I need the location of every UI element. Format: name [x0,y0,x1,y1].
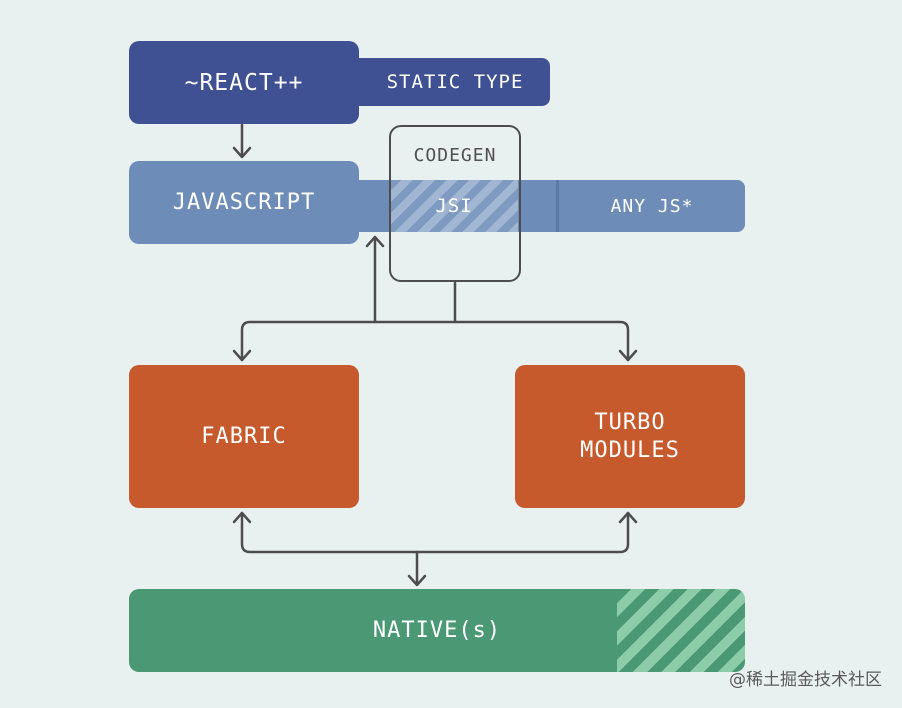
jsi-label: JSI [435,195,473,217]
arrowhead-turbo-top [618,349,638,362]
fabric-block: FABRIC [129,365,359,508]
codegen-box [389,125,521,282]
static-type-label: STATIC TYPE [386,71,524,93]
react-label: ~REACT++ [184,69,304,96]
javascript-label: JAVASCRIPT [172,190,316,215]
react-block: ~REACT++ [129,41,359,124]
arrowhead-fabric-bottom [232,511,252,524]
jsi-block: JSI [390,180,518,232]
arrow-to-native [407,550,427,587]
fabric-label: FABRIC [201,424,287,449]
native-block: NATIVE(s) [129,589,745,672]
javascript-block: JAVASCRIPT [129,161,359,244]
connector-split [240,320,630,362]
any-js-label: ANY JS* [610,195,694,217]
codegen-label: CODEGEN [413,145,497,166]
turbo-modules-block: TURBO MODULES [515,365,745,508]
turbo-modules-label: TURBO MODULES [580,409,680,463]
connector-bottom [240,511,630,554]
native-label: NATIVE(s) [372,618,502,643]
arrowhead-fabric-top [232,349,252,362]
any-js-block: ANY JS* [556,180,745,232]
arrowhead-turbo-bottom [618,511,638,524]
arrow-up-to-jsi [365,235,385,324]
arrow-react-to-javascript [232,123,252,159]
static-type-block: STATIC TYPE [352,58,550,106]
watermark: @稀土掘金技术社区 [729,670,882,690]
